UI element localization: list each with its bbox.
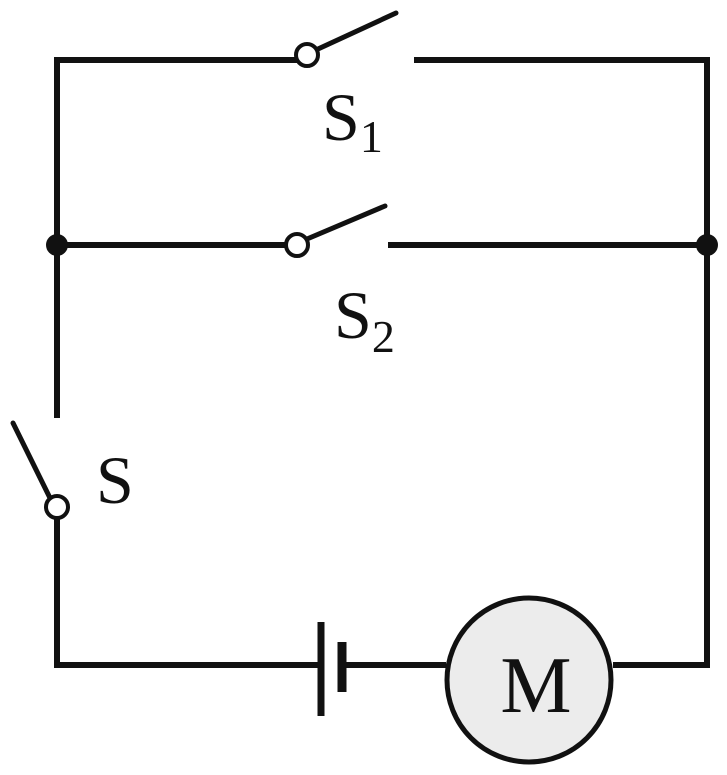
motor-circle [444, 595, 614, 765]
junction-right [696, 234, 718, 256]
battery [317, 622, 347, 716]
switch-s-pivot [44, 494, 70, 520]
switch-s1 [294, 10, 399, 68]
switch-s-label: S [96, 442, 134, 518]
switch-s1-blade [315, 10, 399, 52]
switch-s2-blade [304, 203, 388, 242]
switch-s [10, 420, 70, 520]
switch-s2-label-subscript: 2 [372, 311, 395, 362]
switch-s1-label-subscript: 1 [360, 111, 383, 162]
motor: M [444, 595, 614, 765]
switch-s2-label: S2 [334, 277, 395, 362]
switch-s2-pivot [284, 232, 310, 258]
switch-s1-label: S1 [322, 79, 383, 162]
switch-s2 [284, 203, 388, 258]
switch-s1-label-main: S [322, 79, 360, 155]
switch-s2-label-main: S [334, 277, 372, 353]
junction-left [46, 234, 68, 256]
switch-s1-pivot [294, 42, 320, 68]
switch-s-blade [10, 420, 53, 501]
motor-label: M [500, 642, 571, 730]
